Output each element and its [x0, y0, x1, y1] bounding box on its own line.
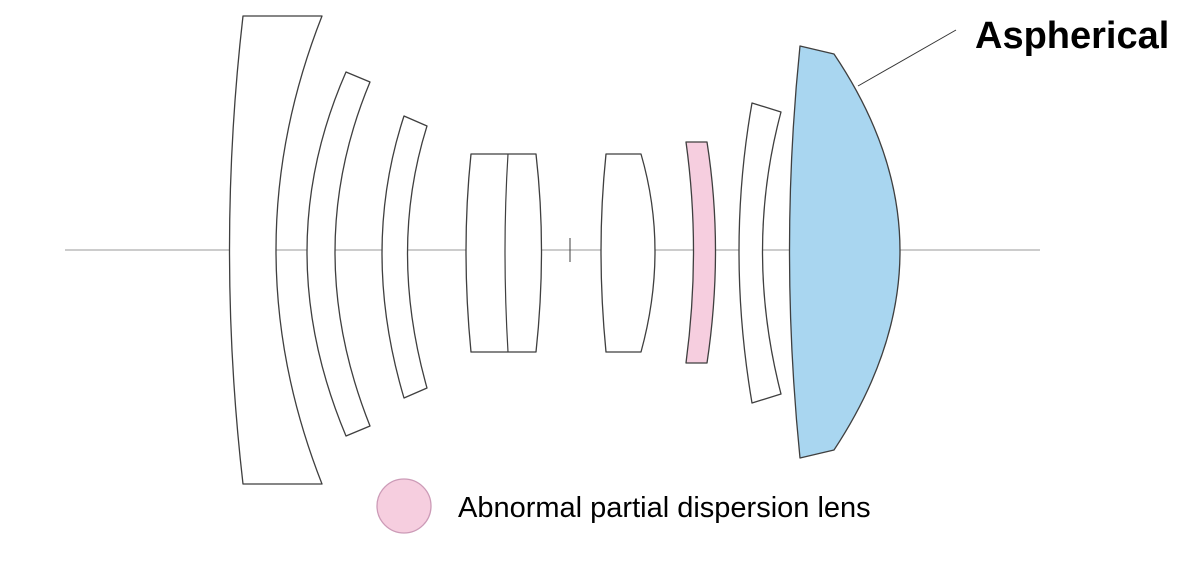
legend-dispersion-label: Abnormal partial dispersion lens	[458, 492, 871, 524]
lens-element-4-doublet	[465, 153, 543, 353]
lens-element-2	[306, 71, 371, 437]
dispersion-lens-element	[685, 141, 717, 364]
lens-cement-line	[504, 153, 509, 353]
aspherical-lens-element	[788, 45, 901, 459]
lens-element-1	[228, 15, 323, 485]
aspherical-leader-line	[857, 29, 957, 87]
lens-element-5	[600, 153, 656, 353]
lens-element-3	[381, 115, 428, 399]
legend-dispersion-swatch	[376, 478, 432, 534]
aspherical-label: Aspherical	[975, 15, 1169, 57]
lens-element-7	[738, 102, 782, 404]
